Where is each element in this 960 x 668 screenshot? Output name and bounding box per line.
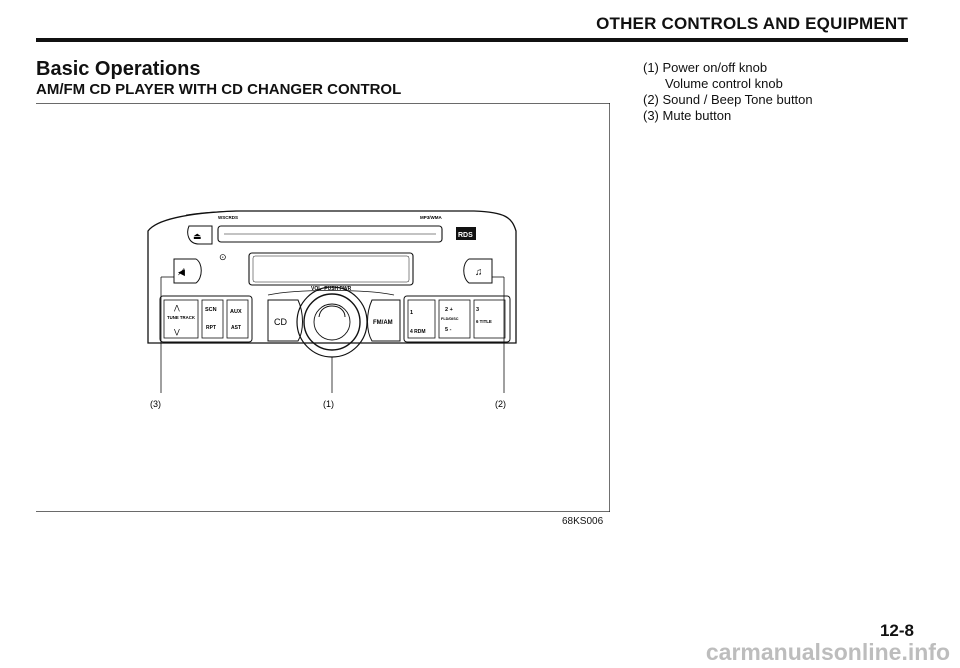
folder-disc-label: FLD/DISC: [441, 317, 459, 321]
fm-am-label: FM/AM: [373, 320, 393, 326]
eject-button[interactable]: [187, 225, 213, 245]
preset-5-label: 5 -: [445, 327, 452, 333]
cd-button[interactable]: CD: [267, 299, 303, 342]
fm-am-button[interactable]: FM/AM: [367, 299, 401, 342]
rpt-label: RPT: [206, 325, 216, 331]
preset-3-6-buttons[interactable]: 3 6 TITLE: [473, 299, 506, 339]
legend-list: (1) Power on/off knob Volume control kno…: [643, 60, 813, 124]
cd-label: CD: [274, 317, 287, 327]
callout-1: (1): [323, 399, 334, 409]
callout-3: (3): [150, 399, 161, 409]
aux-label: AUX: [230, 309, 242, 315]
tune-track-label: TUNE TRACK: [167, 315, 196, 320]
legend-item-2: (2) Sound / Beep Tone button: [643, 92, 813, 107]
preset-3-label: 3: [476, 307, 479, 313]
preset-2-5-buttons[interactable]: 2 + FLD/DISC 5 -: [438, 299, 471, 339]
format-label: MP3/WMA: [420, 215, 442, 220]
cd-indicator-icon: ⊙: [219, 252, 227, 262]
volume-knob-ring: [296, 286, 368, 358]
preset-1-4-buttons[interactable]: 1 4 RDM: [407, 299, 436, 339]
sound-button[interactable]: [463, 258, 493, 284]
rds-badge: RDS: [458, 232, 473, 239]
scn-label: SCN: [205, 307, 217, 313]
figure-frame: WSCRDS MP3/WMA ⏏ RDS ⊙ ◀̸ ♫ VOL ·PUSH PW…: [36, 102, 611, 513]
tune-track-button[interactable]: ⋀ TUNE TRACK ⋁: [163, 299, 199, 339]
header-rule: [36, 38, 908, 42]
aux-ast-buttons[interactable]: AUX AST: [226, 299, 249, 339]
mute-icon: ◀̸: [178, 267, 185, 277]
preset-6-label: 6 TITLE: [476, 319, 492, 324]
vol-pwr-label: VOL ·PUSH PWR: [311, 286, 352, 292]
sound-icon: ♫: [475, 267, 483, 278]
volume-knob[interactable]: [303, 293, 361, 351]
eject-icon: ⏏: [193, 231, 202, 241]
watermark: carmanualsonline.info: [705, 639, 950, 665]
page-number: 12-8: [879, 621, 914, 640]
legend-item-3: (3) Mute button: [643, 108, 732, 123]
figure-code: 68KS006: [562, 516, 604, 527]
brand-label: WSCRDS: [218, 215, 238, 220]
mute-button[interactable]: [173, 258, 202, 284]
page-subheading: AM/FM CD PLAYER WITH CD CHANGER CONTROL: [36, 81, 402, 98]
preset-2-label: 2 +: [445, 307, 453, 313]
preset-4-label: 4 RDM: [410, 329, 426, 335]
preset-1-label: 1: [410, 310, 413, 316]
header-section-title: OTHER CONTROLS AND EQUIPMENT: [596, 14, 908, 33]
radio-unit-body: [147, 210, 517, 344]
display-window: [248, 252, 414, 286]
callout-2: (2): [495, 399, 506, 409]
disc-slot: [217, 225, 443, 243]
tune-up-icon: ⋀: [173, 304, 180, 312]
scn-rpt-buttons[interactable]: SCN RPT: [201, 299, 224, 339]
ast-label: AST: [231, 325, 241, 331]
radio-illustration: WSCRDS MP3/WMA ⏏ RDS ⊙ ◀̸ ♫ VOL ·PUSH PW…: [36, 102, 611, 513]
legend-item-1-sub: Volume control knob: [665, 76, 783, 91]
legend-item-1: (1) Power on/off knob: [643, 60, 768, 75]
page-heading: Basic Operations: [36, 58, 201, 80]
tune-down-icon: ⋁: [173, 328, 180, 336]
